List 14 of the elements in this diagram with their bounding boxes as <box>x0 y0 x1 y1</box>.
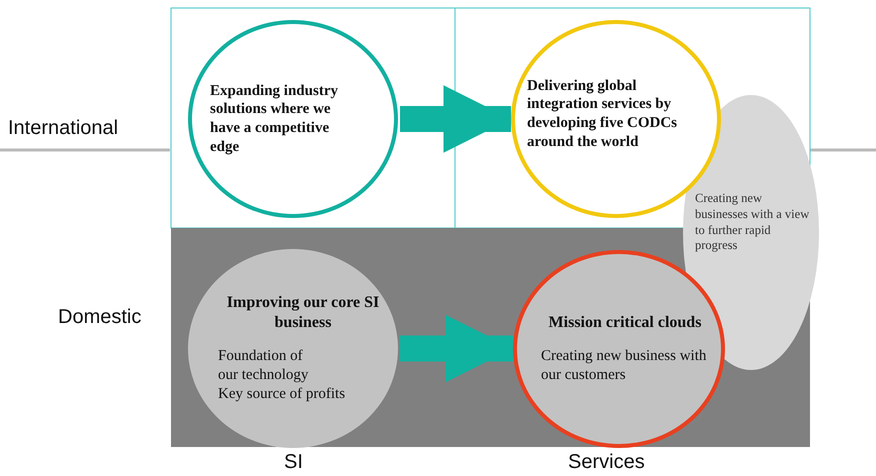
circle-heading: Improving our core SI business <box>226 293 380 334</box>
circle-text: Delivering global integration services by developing five CODCs around the world <box>527 76 678 152</box>
circle-text: Key source of profits <box>218 384 346 404</box>
circle-text: Creating new businesses with a view to further rapid progress <box>695 191 810 254</box>
circle-text: Foundation of our technology <box>218 347 310 385</box>
column-label: Services <box>568 451 645 474</box>
arrow <box>400 85 511 153</box>
arrow <box>400 314 513 382</box>
column-label: SI <box>284 451 303 474</box>
row-label: International <box>8 117 118 140</box>
circle-text: Expanding industry solutions where we have a competitive edge <box>210 82 339 156</box>
circle-heading: Mission critical clouds <box>548 313 702 334</box>
row-label: Domestic <box>58 306 142 329</box>
circle-text: Creating new business with our customers <box>541 347 708 385</box>
